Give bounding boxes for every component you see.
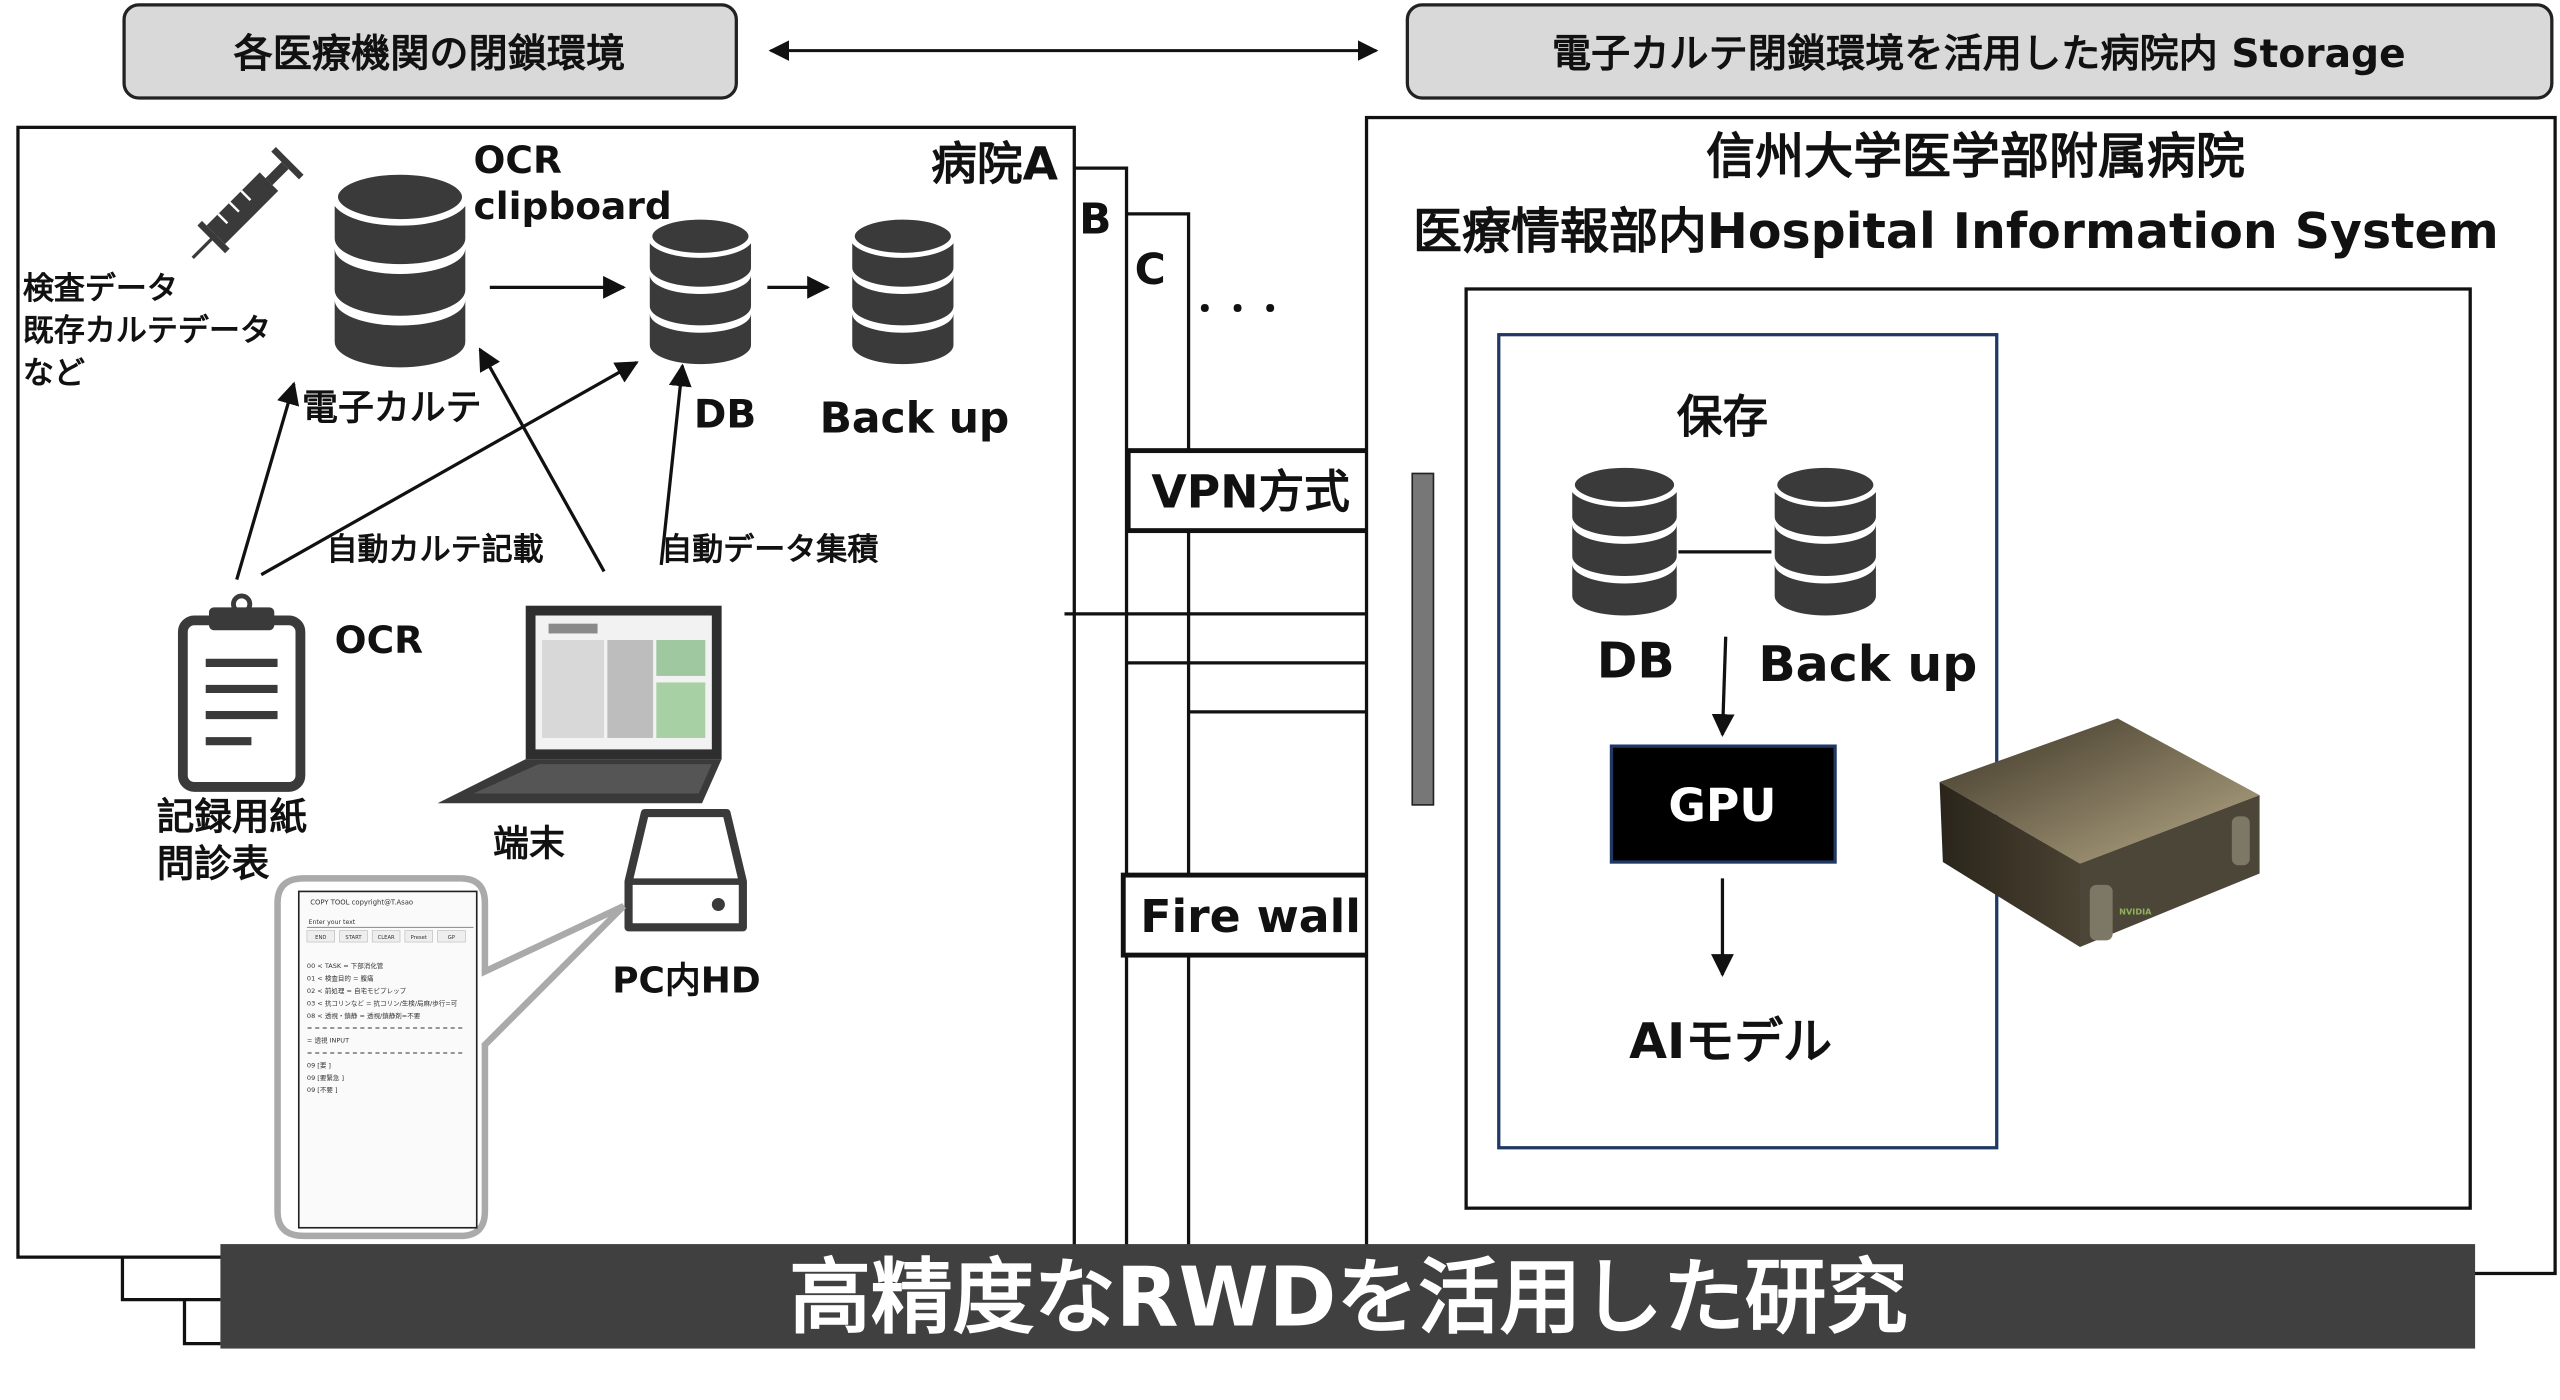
db-database-icon	[647, 214, 754, 365]
more-hospitals-ellipsis: ・・・	[1189, 290, 1287, 328]
hospital-a-name: 病院A	[931, 138, 1058, 191]
firewall-bar	[1411, 472, 1435, 806]
storage-frame	[1497, 333, 1999, 1150]
copy-tool-button[interactable]: Preset	[404, 930, 433, 943]
vpn-box: VPN方式	[1125, 448, 1376, 534]
copy-tool-title: COPY TOOL copyright@T.Asao	[310, 898, 413, 906]
clipboard-icon	[177, 593, 306, 792]
svg-text:VPN方式: VPN方式	[1151, 466, 1350, 519]
laptop-icon	[437, 605, 722, 804]
svg-text:信州大学医学部附属病院: 信州大学医学部附属病院	[1706, 128, 2245, 185]
his-db-icon	[1569, 462, 1680, 616]
copy-tool-row: = 透視 INPUT	[307, 1036, 349, 1045]
svg-text:GP: GP	[448, 935, 455, 941]
svg-text:など: など	[23, 356, 85, 392]
input-data-label: 検査データ 既存カルテデータ など	[23, 271, 271, 392]
copy-tool-row: 00 < TASK = 下部消化管	[307, 961, 384, 970]
backup-database-icon	[849, 214, 956, 365]
his-backup-label: Back up	[1758, 636, 1977, 693]
svg-text:GPU: GPU	[1668, 779, 1776, 832]
paper-to-db-arrow	[260, 361, 639, 577]
svg-text:記録用紙: 記録用紙	[157, 794, 308, 838]
copy-tool-row: 08 < 透視・鎮静 = 透視/鎮静剤=不要	[307, 1011, 421, 1020]
header-right-label: 電子カルテ閉鎖環境を活用した病院内 Storage	[1552, 32, 2406, 77]
header-right-box: 電子カルテ閉鎖環境を活用した病院内 Storage	[1405, 3, 2554, 100]
gpu-box: GPU	[1609, 744, 1837, 864]
terminal-to-emr-arrow	[478, 347, 606, 573]
svg-text:OCR: OCR	[473, 138, 561, 182]
emr-database-icon	[331, 168, 469, 368]
his-db-label: DB	[1597, 633, 1675, 690]
svg-text:CLEAR: CLEAR	[378, 935, 395, 941]
svg-text:NVIDIA: NVIDIA	[2119, 906, 2152, 916]
ocr-label: OCR	[335, 618, 423, 662]
gpu-server-image: NVIDIA	[1939, 718, 2260, 947]
svg-text:clipboard: clipboard	[473, 184, 671, 228]
research-banner: 高精度なRWDを活用した研究	[220, 1244, 2476, 1349]
his-backup-icon	[1772, 462, 1879, 616]
svg-text:START: START	[345, 935, 362, 941]
svg-text:問診表: 問診表	[157, 842, 270, 886]
copy-tool-row: 02 < 前処理 = 自宅モビプレップ	[307, 986, 407, 995]
auto-chart-label: 自動カルテ記載	[327, 532, 544, 568]
svg-text:END: END	[315, 935, 326, 941]
ocr-clipboard-label: OCR clipboard	[473, 138, 671, 228]
copy-tool-row: 09 [要緊急 ]	[307, 1073, 344, 1082]
db-label: DB	[694, 393, 756, 438]
firewall-box: Fire wall	[1120, 872, 1381, 958]
paper-to-emr-arrow	[235, 381, 300, 581]
emr-label: 電子カルテ	[302, 388, 482, 429]
copy-tool-button[interactable]: END	[306, 930, 336, 943]
svg-text:Preset: Preset	[411, 935, 427, 941]
auto-data-label: 自動データ集積	[661, 532, 878, 568]
storage-label: 保存	[1677, 391, 1768, 444]
copy-tool-row: = = = = = = = = = = = = = = = = = = = = …	[307, 1024, 463, 1032]
shinshu-title: 信州大学医学部附属病院 医療情報部内Hospital Information S…	[1413, 128, 2499, 260]
hospital-a-arrows	[235, 275, 831, 581]
copy-tool-row: 03 < 抗コリンなど = 抗コリン/生検/局麻/歩行=可	[307, 998, 458, 1007]
header-left-box: 各医療機関の閉鎖環境	[122, 3, 738, 100]
paper-label: 記録用紙 問診表	[157, 794, 308, 885]
hospital-b-label: B	[1079, 195, 1111, 244]
hospital-c-label: C	[1135, 246, 1166, 295]
hard-drive-icon	[624, 808, 747, 932]
copy-tool-callout: COPY TOOL copyright@T.Asao Enter your te…	[274, 875, 626, 1240]
svg-text:高精度なRWDを活用した研究: 高精度なRWDを活用した研究	[789, 1251, 1908, 1346]
syringe-icon	[191, 147, 304, 260]
copy-tool-row: 09 [要 ]	[307, 1061, 331, 1069]
ai-model-label: AIモデル	[1629, 1013, 1832, 1070]
copy-tool-row: 01 < 検査目的 = 腹痛	[307, 974, 374, 983]
svg-text:医療情報部内Hospital Information Sys: 医療情報部内Hospital Information System	[1413, 203, 2499, 260]
db-to-gpu-arrow	[1711, 636, 1735, 737]
copy-tool-row: 09 [不要 ]	[307, 1086, 338, 1094]
svg-text:Fire wall: Fire wall	[1140, 890, 1361, 943]
copy-tool-row: = = = = = = = = = = = = = = = = = = = = …	[307, 1049, 463, 1057]
header-left-label: 各医療機関の閉鎖環境	[234, 32, 626, 77]
copy-tool-input[interactable]: Enter your text	[309, 919, 356, 926]
copy-tool-button[interactable]: START	[339, 930, 368, 943]
terminal-to-db-arrow	[659, 363, 692, 566]
copy-tool-button[interactable]: GP	[437, 930, 466, 943]
svg-text:既存カルテデータ: 既存カルテデータ	[23, 313, 271, 349]
copy-tool-button[interactable]: CLEAR	[371, 930, 401, 943]
terminal-label: 端末	[493, 824, 565, 865]
svg-text:検査データ: 検査データ	[23, 271, 178, 307]
hd-label: PC内HD	[612, 961, 760, 1002]
backup-label: Back up	[820, 395, 1010, 444]
